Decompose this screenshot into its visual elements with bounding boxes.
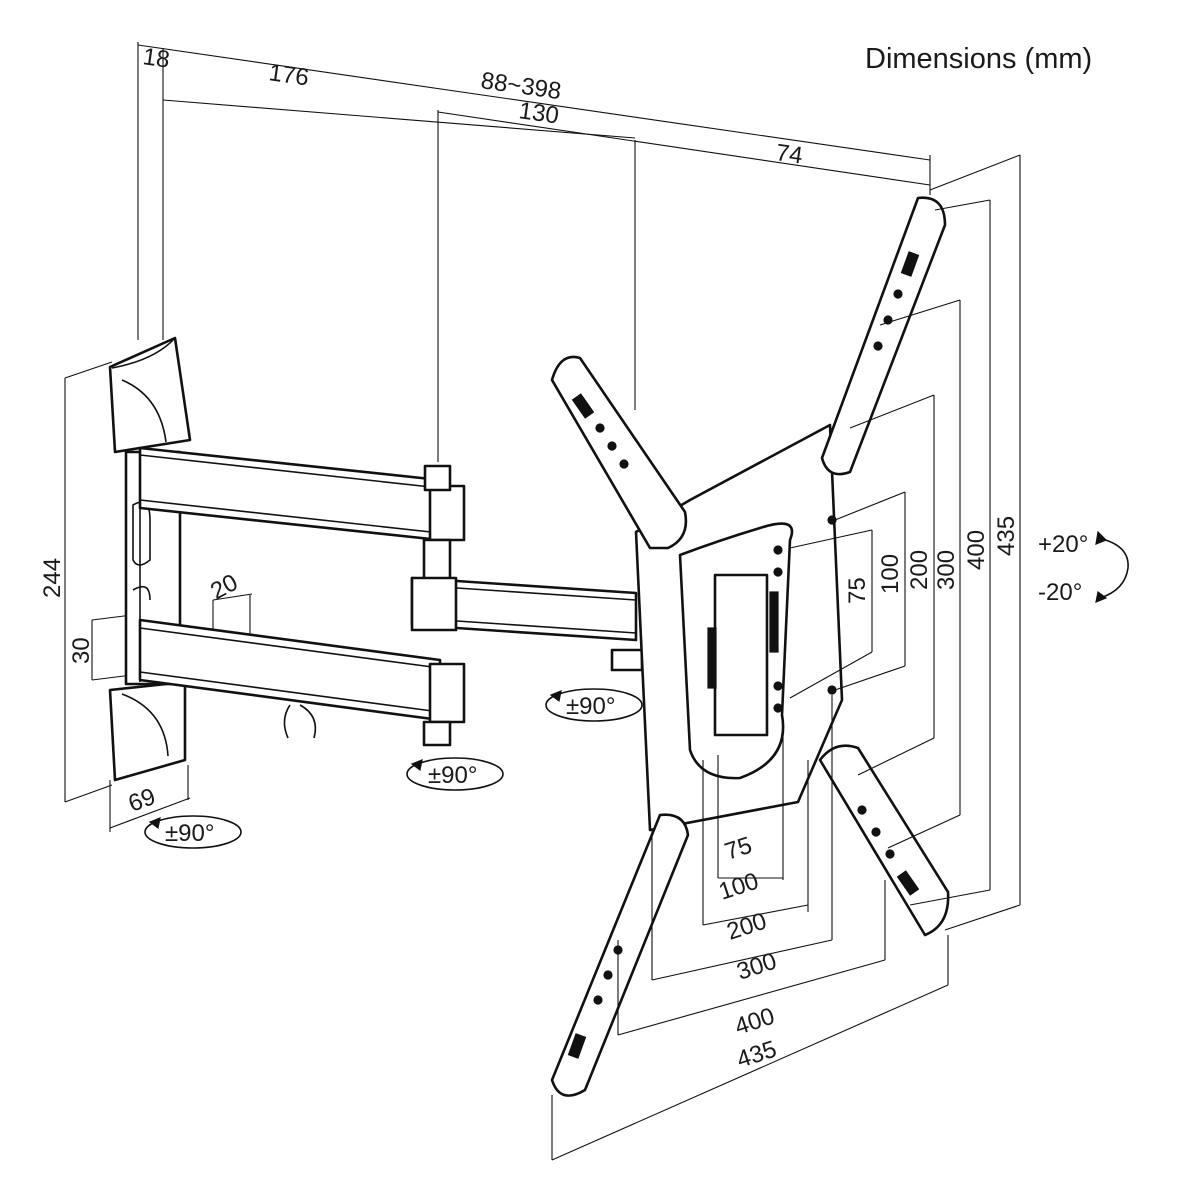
dim-vertical-75: 75	[844, 577, 871, 604]
dim-244: 244	[39, 558, 66, 598]
tv-head-plate	[634, 423, 844, 832]
dim-30: 30	[68, 637, 95, 664]
dim-vertical-100: 100	[877, 554, 904, 594]
dim-74: 74	[774, 139, 804, 169]
vesa-arm-top-left	[550, 355, 688, 550]
dim-130: 130	[517, 97, 560, 129]
dim-horizontal-300: 300	[734, 948, 780, 986]
vesa-arm-bottom-left	[550, 813, 690, 1097]
vesa-arm-top-right	[820, 196, 947, 476]
swivel-middle-label: ±90°	[428, 762, 477, 789]
dim-176: 176	[267, 59, 310, 91]
dim-horizontal-200: 200	[724, 908, 770, 946]
swivel-head-label: ±90°	[566, 693, 615, 720]
swivel-indicator-wall	[144, 815, 242, 849]
dim-vertical-400: 400	[963, 530, 990, 570]
vesa-arm-bottom-right	[818, 744, 950, 937]
middle-arm	[410, 576, 644, 672]
dim-69: 69	[125, 783, 159, 818]
horizontal-vesa-dimension-lines	[551, 695, 949, 1161]
dim-20: 20	[206, 569, 242, 605]
tilt-indicator	[1095, 530, 1129, 603]
dim-horizontal-435: 435	[734, 1036, 780, 1074]
wall-plate	[108, 336, 192, 782]
dim-vertical-300: 300	[933, 550, 960, 590]
dim-18: 18	[141, 43, 171, 73]
dim-vertical-200: 200	[906, 550, 933, 590]
dim-horizontal-100: 100	[716, 868, 762, 906]
swivel-indicator-head	[545, 688, 643, 722]
upper-arm	[138, 446, 466, 582]
vertical-vesa-dimension-lines	[789, 154, 1021, 931]
lower-arm	[138, 618, 466, 747]
dim-vertical-435: 435	[993, 516, 1020, 556]
tilt-up-label: +20°	[1038, 531, 1088, 558]
swivel-wall-label: ±90°	[165, 820, 214, 847]
tilt-down-label: -20°	[1038, 579, 1082, 606]
dim-horizontal-75: 75	[722, 832, 756, 866]
diagram-title: Dimensions (mm)	[865, 43, 1092, 75]
left-dimension-lines	[64, 361, 253, 832]
swivel-indicator-middle	[406, 757, 504, 791]
top-dimension-lines	[137, 42, 931, 462]
